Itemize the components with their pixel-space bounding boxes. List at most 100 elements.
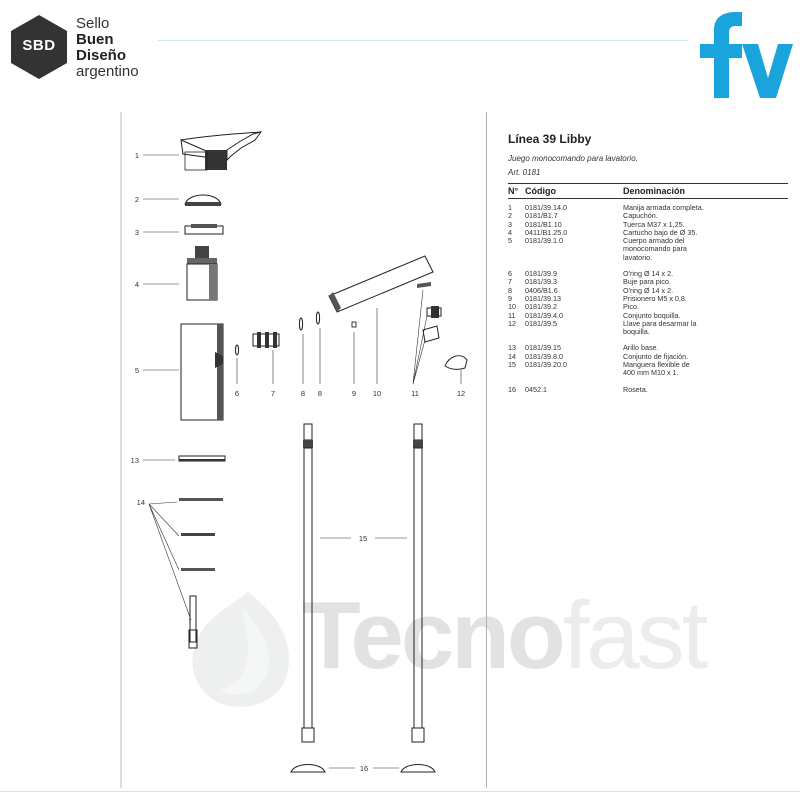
part-hose-left: [301, 423, 315, 743]
sbd-line-3: Diseño: [76, 47, 127, 64]
part-bushing: [252, 332, 280, 348]
part-oring-8b: [315, 311, 321, 325]
product-title: Línea 39 Libby: [508, 132, 592, 146]
part-description-line: Arillo base.: [623, 343, 659, 353]
part-description: Roseta.: [623, 384, 788, 394]
part-description: Conjunto boquilla.: [623, 310, 788, 320]
header-rule: [158, 40, 688, 41]
label-4: 4: [135, 280, 139, 289]
part-description-line: boquilla.: [623, 327, 650, 337]
label-11: 11: [411, 389, 419, 398]
part-cartridge: [186, 246, 218, 301]
part-code: 0181/B1.7: [525, 211, 558, 221]
sbd-line-1: Sello: [76, 15, 110, 32]
part-description-line: Buje para pico.: [623, 277, 671, 287]
part-description-line: Manija armada completa.: [623, 203, 704, 212]
watermark-part-1: Tecno: [302, 582, 566, 689]
label-12: 12: [457, 389, 465, 398]
label-9: 9: [352, 389, 356, 398]
part-oring-6: [235, 344, 239, 356]
part-nut: [184, 224, 224, 235]
part-description: O'ring Ø 14 x 2.: [623, 286, 788, 295]
part-description: Manija armada completa.: [623, 203, 788, 212]
part-body: [180, 323, 224, 421]
parts-table-header: N° Código Denominación: [508, 183, 788, 199]
part-set-screw: [351, 321, 357, 328]
part-description-line: Llave para desarmar la: [623, 318, 697, 328]
part-number: 16: [508, 384, 516, 394]
part-spout: [328, 255, 434, 313]
label-3: 3: [135, 228, 139, 237]
part-number: 7: [508, 277, 512, 287]
part-description: Arillo base.: [623, 343, 788, 353]
part-description-line: Prisionero M5 x 0,8.: [623, 293, 687, 303]
part-description-line: Tuerca M37 x 1,25.: [623, 219, 685, 229]
tecnofast-drop-icon: [192, 592, 290, 707]
sbd-line-4: argentino: [76, 63, 139, 80]
part-handle: [180, 131, 263, 171]
sbd-line-2: Buen: [76, 31, 114, 48]
label-8b: 8: [318, 389, 322, 398]
part-description-line: Conjunto de fijación.: [623, 351, 689, 361]
part-number: 15: [508, 360, 516, 370]
part-code: 0181/39.8.0: [525, 351, 563, 361]
part-code: 0181/39.9: [525, 269, 557, 279]
label-15: 15: [359, 534, 367, 543]
part-code: 0181/39.13: [525, 293, 561, 303]
table-row: 11 0181/39.4.0 Conjunto boquilla.: [508, 310, 788, 320]
part-description: Pico.: [623, 302, 788, 312]
part-number: 6: [508, 269, 512, 279]
sbd-badge-text: SBD: [22, 37, 56, 54]
part-code: 0181/B1.10: [525, 219, 562, 229]
part-description: Prisionero M5 x 0,8.: [623, 293, 788, 303]
part-code: 0181/39.14.0: [525, 203, 567, 212]
part-code: 0181/39.20.0: [525, 360, 567, 370]
header-name: Denominación: [623, 186, 686, 196]
part-description-line: Roseta.: [623, 384, 648, 394]
part-cap: [184, 194, 222, 206]
part-number: 5: [508, 236, 512, 246]
part-number: 11: [508, 310, 516, 320]
label-13: 13: [131, 456, 139, 465]
article-number: Art. 0181: [508, 168, 541, 177]
part-rosette-right: [400, 764, 436, 773]
part-description-line: Manguera flexible de: [623, 360, 690, 370]
parts-panel: Línea 39 Libby Juego monocomando para la…: [508, 132, 788, 394]
footer-rule: [0, 791, 800, 792]
part-description-line: Cartucho bajo de Ø 35.: [623, 227, 698, 237]
part-description-line: monocomando para: [623, 244, 687, 254]
part-description: Cartucho bajo de Ø 35.: [623, 227, 788, 237]
label-1: 1: [135, 151, 139, 160]
part-number: 10: [508, 302, 516, 312]
header-number: N°: [508, 186, 519, 196]
part-description: Buje para pico.: [623, 277, 788, 287]
part-description-line: Pico.: [623, 302, 639, 312]
label-7: 7: [271, 389, 275, 398]
part-description-line: Capuchón.: [623, 211, 658, 221]
sbd-hexagon-logo: [11, 15, 67, 79]
part-code: 0181/39.1.0: [525, 236, 563, 246]
part-code: 0181/39.4.0: [525, 310, 563, 320]
label-14: 14: [137, 498, 145, 507]
part-fixing-kit: [179, 498, 223, 649]
part-number: 13: [508, 343, 516, 353]
part-description-line: O'ring Ø 14 x 2.: [623, 269, 674, 279]
part-code: 0406/B1.6: [525, 285, 558, 295]
product-subtitle: Juego monocomando para lavatorio.: [508, 154, 638, 163]
part-oring-8a: [298, 317, 304, 331]
part-description-line: Conjunto boquilla.: [623, 310, 681, 320]
part-number: 8: [508, 285, 512, 295]
header-code: Código: [525, 186, 556, 196]
table-row: 8 0406/B1.6 O'ring Ø 14 x 2.: [508, 285, 788, 295]
